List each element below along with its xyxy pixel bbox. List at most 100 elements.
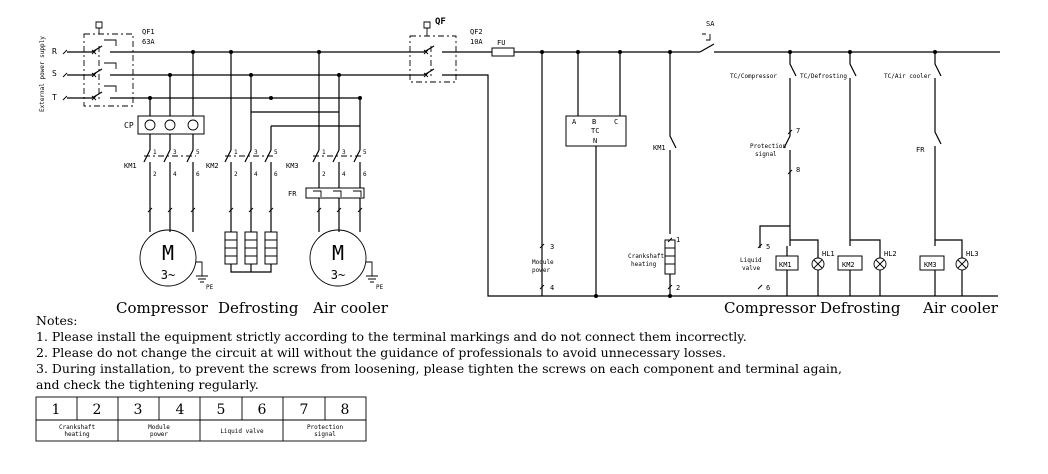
terminal-2: 2 xyxy=(676,284,680,292)
table-cell-1: 1 xyxy=(52,402,61,418)
module-power-line2: power xyxy=(532,267,550,274)
km3-pin-2: 2 xyxy=(322,171,326,178)
fu-label: FU xyxy=(497,39,505,47)
table-group-4-line1: Protection xyxy=(307,424,344,431)
terminal-6: 6 xyxy=(766,284,770,292)
sa-label: SA xyxy=(706,20,715,28)
table-group-3-line1: Liquid valve xyxy=(220,428,264,435)
qf2-rating: 10A xyxy=(470,38,483,46)
note-3: 3. During installation, to prevent the s… xyxy=(36,361,842,376)
compressor-motor xyxy=(139,229,197,287)
aircooler-ground-icon xyxy=(366,261,378,283)
fr-label-main: FR xyxy=(288,190,297,198)
table-cell-5: 5 xyxy=(217,402,226,418)
cp-fuse-3 xyxy=(187,119,199,131)
input-terminals xyxy=(62,49,86,101)
km2-pin-3: 3 xyxy=(254,149,258,156)
km2-pin-4: 4 xyxy=(254,171,258,178)
km3-pin-3: 3 xyxy=(342,149,346,156)
table-group-1-line1: Crankshaft xyxy=(59,424,96,431)
hl2-label: HL2 xyxy=(884,250,897,258)
fr-label-control: FR xyxy=(916,146,925,154)
km1-pin-5: 5 xyxy=(196,149,200,156)
km3-coil-label: KM3 xyxy=(924,261,937,269)
tc-aircooler-label: TC/Air cooler xyxy=(884,73,931,80)
crankshaft-line2: heating xyxy=(631,261,657,268)
section-right-defrosting: Defrosting xyxy=(820,299,901,317)
km1-pin-6: 6 xyxy=(196,171,200,178)
cp-label: CP xyxy=(124,121,134,130)
note-3-continued: and check the tightening regularly. xyxy=(36,377,259,392)
phase-r-label: R xyxy=(52,47,57,56)
aircooler-motor-letter: M xyxy=(332,241,344,265)
tc-pin-b: B xyxy=(592,118,596,126)
terminal-4: 4 xyxy=(550,284,554,292)
protection-signal-line1: Protection xyxy=(750,143,787,150)
terminal-1: 1 xyxy=(676,236,680,244)
km1-pin-4: 4 xyxy=(173,171,177,178)
km2-pin-6: 6 xyxy=(274,171,278,178)
km1-pin-1: 1 xyxy=(153,149,157,156)
qf-label: QF xyxy=(435,17,446,27)
module-power-line1: Module xyxy=(532,259,554,266)
aircooler-motor xyxy=(309,229,367,287)
tc-pin-n: N xyxy=(593,137,597,145)
section-left-compressor: Compressor xyxy=(116,299,209,317)
km2-pin-1: 1 xyxy=(234,149,238,156)
compressor-motor-phase: 3~ xyxy=(161,268,175,282)
liquid-valve-line2: valve xyxy=(742,265,760,272)
km1-label: KM1 xyxy=(124,162,137,170)
km1-pin-3: 3 xyxy=(173,149,177,156)
km1-aux-label: KM1 xyxy=(653,144,666,152)
compressor-ground-icon xyxy=(196,261,208,283)
km3-label: KM3 xyxy=(286,162,299,170)
qf1-rating: 63A xyxy=(142,38,155,46)
km1-coil-label: KM1 xyxy=(779,261,792,269)
table-cell-6: 6 xyxy=(258,402,267,418)
main-bus xyxy=(133,50,418,100)
table-group-2-line1: Module xyxy=(148,424,170,431)
table-group-1-line2: heating xyxy=(64,431,90,438)
tc-pin-a: A xyxy=(572,118,577,126)
table-cell-7: 7 xyxy=(300,402,309,418)
km3-pin-6: 6 xyxy=(363,171,367,178)
km2-pin-5: 5 xyxy=(274,149,278,156)
control-wiring xyxy=(456,33,1000,298)
table-group-2-line2: power xyxy=(150,431,168,438)
phase-t-label: T xyxy=(52,93,57,102)
km3-pin-5: 5 xyxy=(363,149,367,156)
table-cell-3: 3 xyxy=(134,402,143,418)
km2-label: KM2 xyxy=(206,162,219,170)
qf1-breaker xyxy=(83,21,134,107)
tc-pin-c: C xyxy=(614,118,618,126)
terminal-7: 7 xyxy=(796,127,800,135)
qf1-label: QF1 xyxy=(142,28,155,36)
tc-name: TC xyxy=(591,127,599,135)
tc-compressor-label: TC/Compressor xyxy=(730,73,777,80)
phase-s-label: S xyxy=(52,69,57,78)
section-right-compressor: Compressor xyxy=(724,299,817,317)
hl3-label: HL3 xyxy=(966,250,979,258)
section-right-aircooler: Air cooler xyxy=(922,299,999,317)
qf-breaker xyxy=(409,21,457,83)
km1-pin-2: 2 xyxy=(153,171,157,178)
terminal-8: 8 xyxy=(796,166,800,174)
cp-fuse-1 xyxy=(144,119,156,131)
table-group-4-line2: signal xyxy=(314,431,336,438)
terminal-table xyxy=(35,396,367,442)
protection-signal-line2: signal xyxy=(755,151,777,158)
note-2: 2. Please do not change the circuit at w… xyxy=(36,345,726,360)
aircooler-branch-wiring xyxy=(305,52,365,232)
km3-pin-4: 4 xyxy=(342,171,346,178)
notes-title: Notes: xyxy=(36,313,78,328)
hl1-label: HL1 xyxy=(822,250,835,258)
tc-box xyxy=(565,115,627,147)
qf2-label: QF2 xyxy=(470,28,483,36)
table-cell-4: 4 xyxy=(176,402,185,418)
table-cell-8: 8 xyxy=(341,402,350,418)
aircooler-motor-phase: 3~ xyxy=(331,268,345,282)
liquid-valve-line1: Liquid xyxy=(740,257,762,264)
note-1: 1. Please install the equipment strictly… xyxy=(36,329,747,344)
